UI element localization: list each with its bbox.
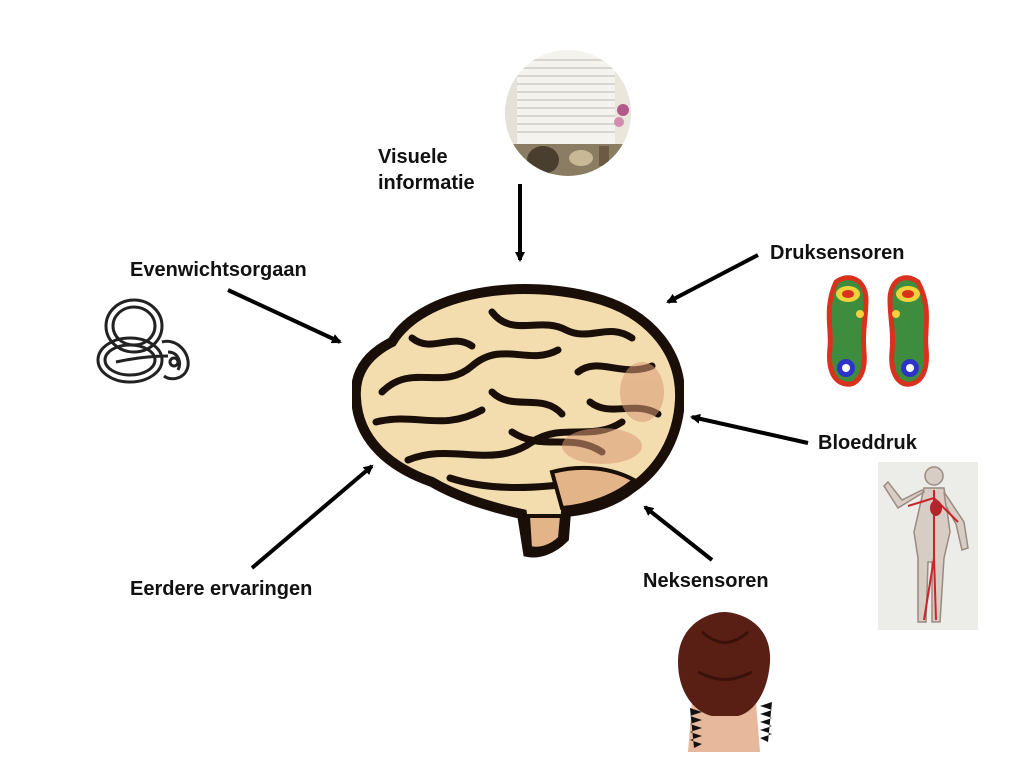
circulatory-system-icon [878,462,978,630]
arrow-neck [643,505,714,562]
brain-icon [352,284,684,558]
arrow-experience [250,464,374,570]
arrow-blood [690,413,809,445]
label-blood-pressure: Bloeddruk [818,432,917,454]
label-previous-experiences: Eerdere ervaringen [130,578,313,600]
label-visual-line-2: informatie [378,172,475,194]
label-neck-sensors: Neksensoren [643,570,769,592]
foot-pressure-map-icon [826,275,929,387]
arrow-pressure [666,253,759,304]
label-balance-organ: Evenwichtsorgaan [130,259,307,281]
inner-ear-icon [96,298,190,384]
label-visual-information: Visuele informatie [378,144,475,196]
label-pressure-sensors: Druksensoren [770,242,905,264]
label-visual-line-1: Visuele [378,146,448,168]
neck-photo-icon [668,612,780,752]
arrow-balance [227,288,342,344]
room-photo-icon [505,50,631,176]
